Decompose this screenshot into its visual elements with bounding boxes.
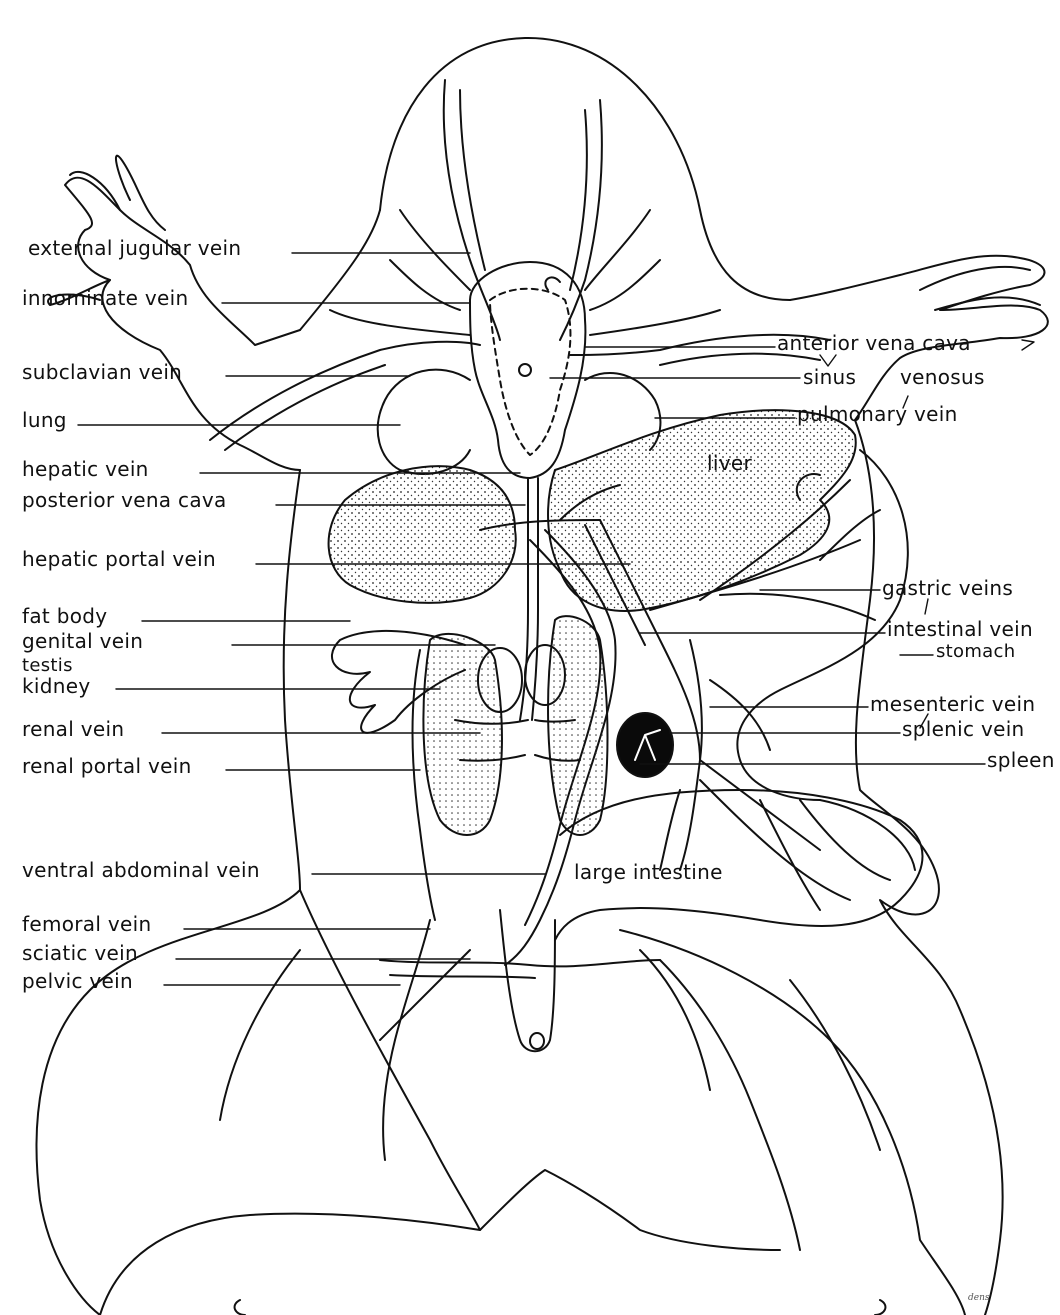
heart-outline: [470, 262, 585, 478]
label-anterior-vena-cava: anterior vena cava: [777, 333, 971, 353]
left-lung: [378, 370, 470, 474]
label-mesenteric-vein: mesenteric vein: [870, 694, 1035, 714]
label-lung: lung: [22, 410, 67, 430]
femoral-vein-right: [660, 960, 800, 1250]
left-innominate: [330, 310, 470, 335]
mesenteric-vein-2: [710, 680, 770, 750]
cloaca-opening: [530, 1033, 544, 1049]
label-venosus: venosus: [900, 367, 985, 387]
cloaca-outline: [500, 910, 555, 1051]
label-liver: liver: [707, 453, 752, 473]
intestine-vessel-1: [760, 800, 820, 910]
right-arm-vein-b: [660, 354, 820, 365]
artist-signature: dens: [968, 1293, 990, 1303]
leader-gastric-tick: [925, 599, 928, 614]
left-arm-vein-b: [225, 365, 385, 450]
spleen-shape: [617, 713, 673, 777]
mesenteric-vein-5: [660, 790, 680, 870]
label-sinus: sinus: [803, 367, 856, 387]
body-outline-head-left: [300, 210, 380, 330]
left-thigh: [100, 890, 480, 1315]
right-innominate: [590, 310, 720, 335]
left-arm-outline: [65, 178, 300, 470]
label-renal-portal-vein: renal portal vein: [22, 756, 192, 776]
right-leg-vein: [790, 980, 880, 1150]
mesenteric-vein-1: [680, 640, 702, 870]
head-vein-4: [570, 110, 587, 290]
label-femoral-vein: femoral vein: [22, 914, 151, 934]
mesenteric-vein-3: [700, 760, 820, 850]
gastric-vein-3: [720, 594, 875, 620]
label-kidney: kidney: [22, 676, 90, 696]
right-finger-1: [920, 267, 1030, 290]
left-foot: [235, 1300, 245, 1315]
sinus-vessel: [545, 277, 560, 290]
right-kidney: [548, 616, 607, 835]
label-hepatic-vein: hepatic vein: [22, 459, 149, 479]
left-finger-2: [116, 156, 165, 230]
label-large-intestine: large intestine: [574, 862, 723, 882]
label-posterior-vena-cava: posterior vena cava: [22, 490, 227, 510]
right-finger-2: [935, 297, 1040, 310]
label-genital-vein: genital vein: [22, 631, 143, 651]
sciatic-vein-right: [640, 950, 710, 1090]
label-intestinal-vein: intestinal vein: [887, 619, 1033, 639]
left-leg-vein: [220, 950, 300, 1120]
posterior-vena-cava-2: [532, 478, 538, 720]
label-subclavian-vein: subclavian vein: [22, 362, 182, 382]
pelvic-vein-b: [390, 975, 535, 978]
label-testis: testis: [22, 657, 73, 675]
right-foot: [875, 1300, 885, 1315]
label-pelvic-vein: pelvic vein: [22, 971, 133, 991]
head-vein-8: [590, 260, 660, 310]
label-fat-body: fat body: [22, 606, 107, 626]
label-stomach: stomach: [936, 643, 1015, 661]
label-spleen: spleen: [987, 750, 1055, 770]
label-splenic-vein: splenic vein: [902, 719, 1025, 739]
pelvic-vein: [380, 960, 660, 966]
body-side-right: [855, 420, 1003, 1315]
femoral-vein-left: [383, 920, 430, 1160]
label-gastric-veins: gastric veins: [882, 578, 1013, 598]
sinus-venosus-opening: [519, 364, 531, 376]
label-renal-vein: renal vein: [22, 719, 124, 739]
right-thigh: [620, 930, 965, 1315]
label-innominate-vein: innominate vein: [22, 288, 189, 308]
crotch-outline: [480, 1170, 780, 1250]
label-hepatic-portal-vein: hepatic portal vein: [22, 549, 216, 569]
intestine-vessel-2: [800, 800, 890, 880]
left-kidney: [423, 634, 502, 835]
leader-anterior-vc-arrow: [1022, 340, 1034, 350]
label-sciatic-vein: sciatic vein: [22, 943, 138, 963]
liver-left-lobe: [329, 466, 516, 603]
label-pulmonary-vein: pulmonary vein: [797, 404, 958, 424]
large-intestine-fold: [820, 800, 915, 870]
body-side-left: [37, 470, 300, 1315]
label-ventral-abdominal-vein: ventral abdominal vein: [22, 860, 260, 880]
liver-right-lobe: [548, 410, 856, 611]
label-external-jugular-vein: external jugular vein: [28, 238, 241, 258]
